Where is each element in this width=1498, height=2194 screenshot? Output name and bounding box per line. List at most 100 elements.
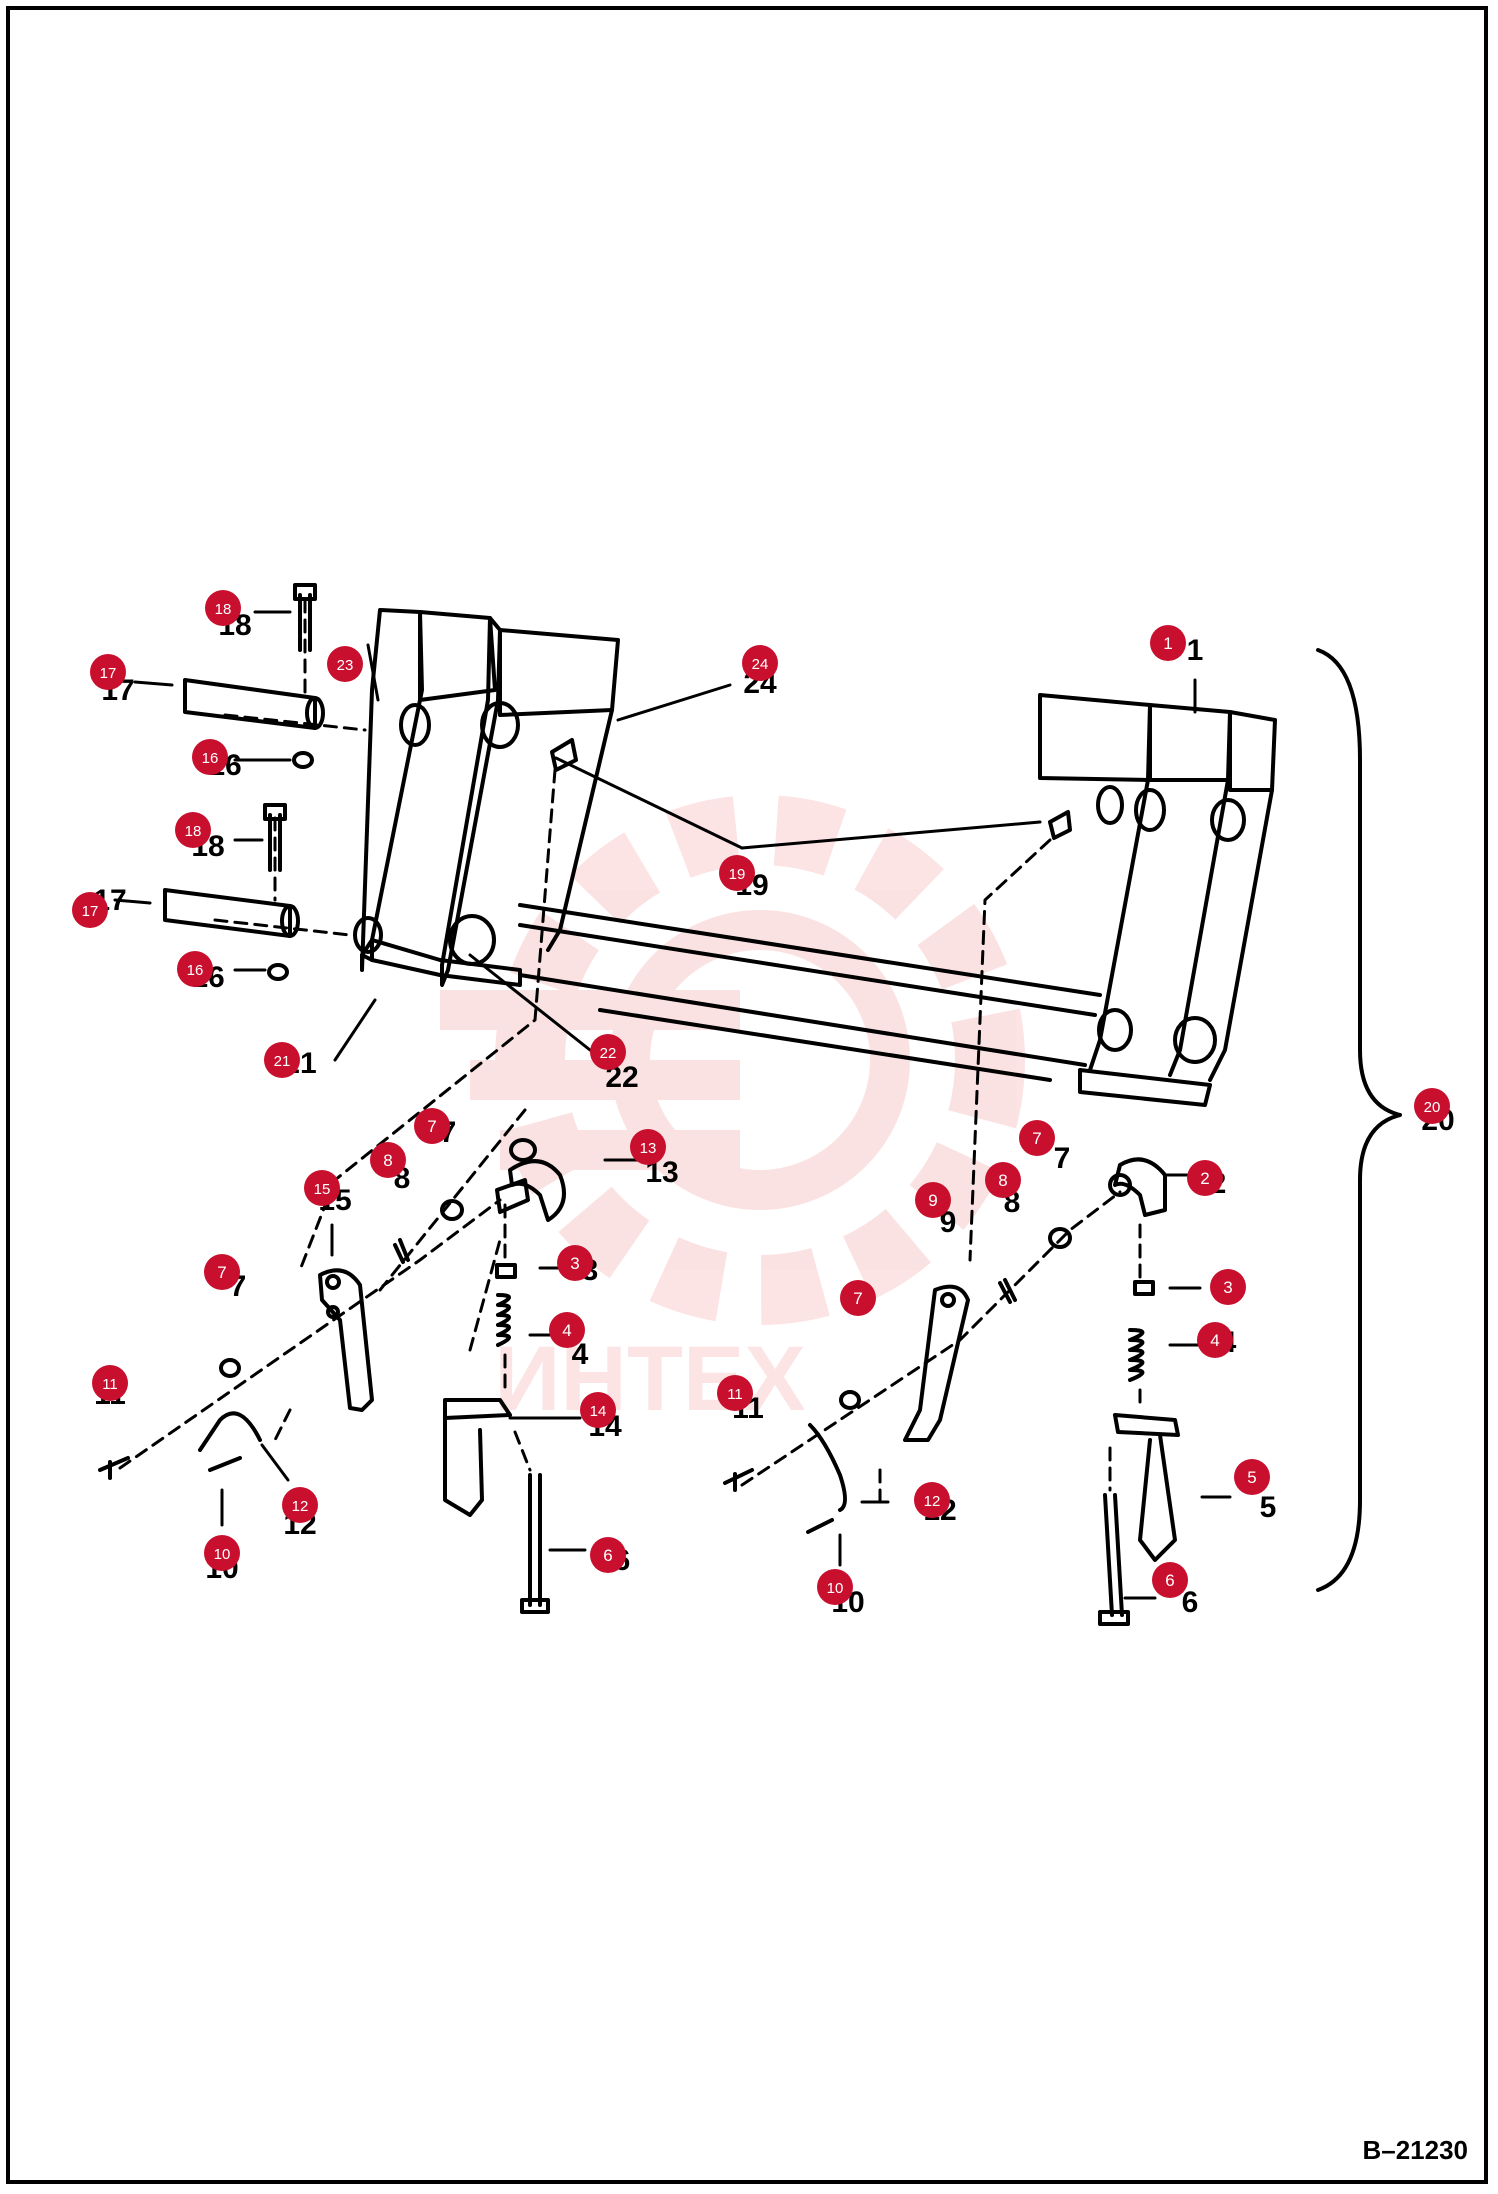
callout-bubble-7[interactable]: 7 xyxy=(840,1280,876,1316)
callout-circle xyxy=(90,654,126,690)
callout-number: 8 xyxy=(998,1171,1007,1190)
callout-bubble-4[interactable]: 4 xyxy=(549,1312,585,1348)
callout-number: 1 xyxy=(1163,634,1172,653)
callout-bubble-4[interactable]: 4 xyxy=(1197,1322,1233,1358)
callout-number: 9 xyxy=(928,1191,937,1210)
callout-bubble-18[interactable]: 18 xyxy=(175,812,211,848)
callout-bubble-5[interactable]: 5 xyxy=(1234,1459,1270,1495)
callout-number: 18 xyxy=(185,823,202,840)
callout-bubble-13[interactable]: 13 xyxy=(630,1129,666,1165)
printed-part-number-4: 4 xyxy=(572,1338,589,1371)
callout-circle xyxy=(327,646,363,682)
callout-bubble-10[interactable]: 10 xyxy=(817,1569,853,1605)
callout-number: 7 xyxy=(853,1289,862,1308)
callout-circle xyxy=(1210,1269,1246,1305)
callout-bubble-15[interactable]: 15 xyxy=(304,1170,340,1206)
leader-lines xyxy=(113,610,1232,1600)
callout-bubble-6[interactable]: 6 xyxy=(590,1537,626,1573)
callout-number: 12 xyxy=(292,1498,309,1515)
callout-bubble-12[interactable]: 12 xyxy=(914,1482,950,1518)
watermark-text: ИНТЕХ xyxy=(494,1328,806,1430)
callout-bubble-8[interactable]: 8 xyxy=(370,1142,406,1178)
callout-number: 11 xyxy=(102,1376,118,1393)
callout-number: 8 xyxy=(383,1151,392,1170)
callout-bubble-10[interactable]: 10 xyxy=(204,1535,240,1571)
callout-circle xyxy=(817,1569,853,1605)
printed-part-number-5: 5 xyxy=(1260,1491,1277,1524)
assembly-brace xyxy=(1316,648,1402,1592)
callout-number: 19 xyxy=(729,866,746,883)
callout-bubble-8[interactable]: 8 xyxy=(985,1162,1021,1198)
callout-number: 12 xyxy=(924,1493,941,1510)
callout-number: 7 xyxy=(427,1117,436,1136)
right-mount-plates xyxy=(1038,693,1277,1107)
printed-part-number-6: 6 xyxy=(1182,1586,1199,1619)
callout-bubble-22[interactable]: 22 xyxy=(590,1034,626,1070)
callout-number: 6 xyxy=(1165,1571,1174,1590)
callout-bubble-24[interactable]: 24 xyxy=(742,645,778,681)
callout-circle xyxy=(92,1365,128,1401)
callout-circle xyxy=(557,1245,593,1281)
left-pins xyxy=(163,583,1072,981)
callout-number: 7 xyxy=(217,1263,226,1282)
callout-bubble-23[interactable]: 23 xyxy=(327,646,363,682)
callout-circle xyxy=(204,1535,240,1571)
callout-bubble-9[interactable]: 9 xyxy=(915,1182,951,1218)
callout-circle xyxy=(914,1482,950,1518)
callout-bubble-11[interactable]: 11 xyxy=(717,1375,753,1411)
callout-bubble-3[interactable]: 3 xyxy=(1210,1269,1246,1305)
printed-part-number-1: 1 xyxy=(1187,634,1204,667)
callout-circle xyxy=(282,1487,318,1523)
callout-circle xyxy=(1187,1160,1223,1196)
callout-bubble-2[interactable]: 2 xyxy=(1187,1160,1223,1196)
callout-bubble-20[interactable]: 20 xyxy=(1414,1088,1450,1124)
callout-bubble-3[interactable]: 3 xyxy=(557,1245,593,1281)
callout-bubble-1[interactable]: 1 xyxy=(1150,625,1186,661)
callout-circle xyxy=(205,590,241,626)
callout-circle xyxy=(204,1254,240,1290)
callout-number: 24 xyxy=(752,656,769,673)
callout-circle xyxy=(264,1042,300,1078)
callout-bubble-17[interactable]: 17 xyxy=(90,654,126,690)
callout-number: 21 xyxy=(274,1053,291,1070)
callout-circle xyxy=(1150,625,1186,661)
callout-number: 4 xyxy=(562,1321,571,1340)
callout-bubble-16[interactable]: 16 xyxy=(192,739,228,775)
callout-bubble-12[interactable]: 12 xyxy=(282,1487,318,1523)
callout-circle xyxy=(590,1537,626,1573)
callout-bubble-18[interactable]: 18 xyxy=(205,590,241,626)
callout-number: 3 xyxy=(570,1254,579,1273)
callout-bubble-7[interactable]: 7 xyxy=(1019,1120,1055,1156)
callout-bubble-14[interactable]: 14 xyxy=(580,1392,616,1428)
callout-bubble-16[interactable]: 16 xyxy=(177,951,213,987)
callout-number: 11 xyxy=(727,1386,743,1403)
watermark-gear-icon xyxy=(440,795,1025,1325)
callout-bubble-6[interactable]: 6 xyxy=(1152,1562,1188,1598)
callout-number: 13 xyxy=(640,1140,657,1157)
callout-circle xyxy=(630,1129,666,1165)
callout-number: 10 xyxy=(214,1546,231,1563)
callout-circle xyxy=(1234,1459,1270,1495)
callout-circle xyxy=(590,1034,626,1070)
callout-circle xyxy=(549,1312,585,1348)
callout-number: 18 xyxy=(215,601,232,618)
printed-part-number-7: 7 xyxy=(1054,1142,1071,1175)
callout-number: 22 xyxy=(600,1045,617,1062)
callout-number: 4 xyxy=(1210,1331,1219,1350)
reference-code: B–21230 xyxy=(1362,2135,1468,2165)
callout-bubble-19[interactable]: 19 xyxy=(719,855,755,891)
callout-bubble-7[interactable]: 7 xyxy=(414,1108,450,1144)
callout-circle xyxy=(717,1375,753,1411)
diagram-frame xyxy=(6,6,1488,2184)
callout-bubble-21[interactable]: 21 xyxy=(264,1042,300,1078)
callout-circle xyxy=(719,855,755,891)
callout-circle xyxy=(414,1108,450,1144)
callout-number: 16 xyxy=(187,962,204,979)
callout-bubble-7[interactable]: 7 xyxy=(204,1254,240,1290)
callout-bubble-17[interactable]: 17 xyxy=(72,892,108,928)
cross-bar xyxy=(518,903,1102,1082)
callout-bubble-11[interactable]: 11 xyxy=(92,1365,128,1401)
callout-circle xyxy=(1414,1088,1450,1124)
callout-number: 2 xyxy=(1200,1169,1209,1188)
